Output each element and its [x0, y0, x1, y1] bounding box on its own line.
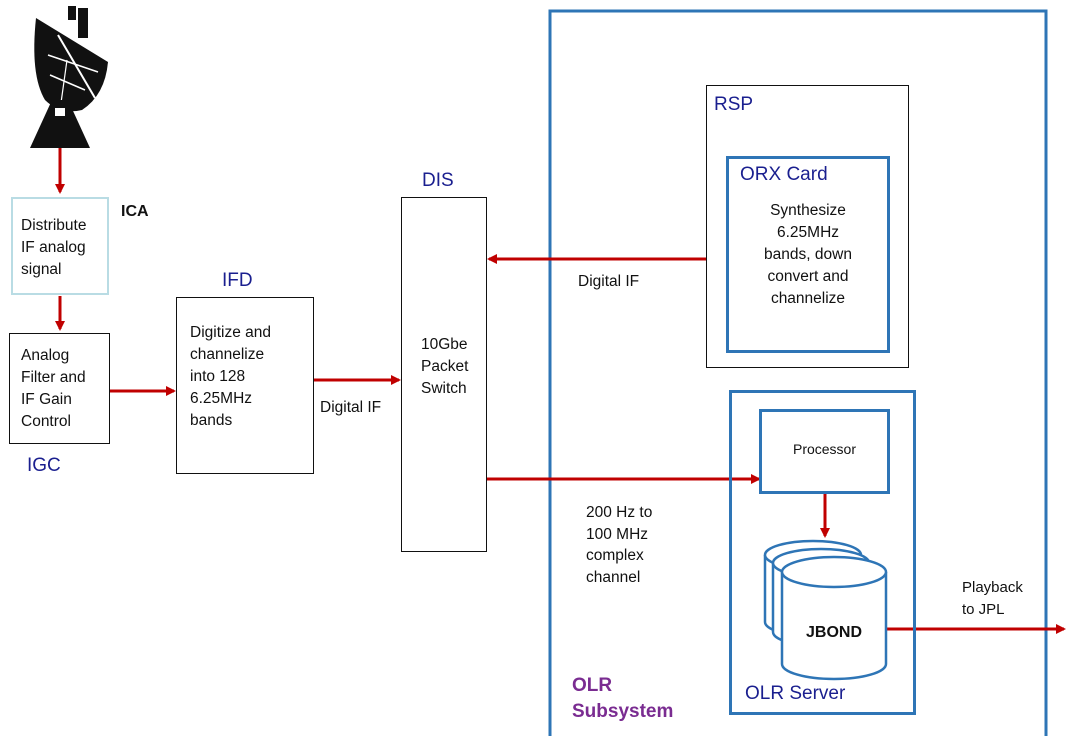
- ifd-text: Digitize and channelize into 128 6.25MHz…: [190, 324, 271, 429]
- igc-label: IGC: [27, 455, 61, 476]
- rsp-label: RSP: [714, 94, 754, 115]
- satellite-dish-icon: [30, 6, 108, 148]
- ifd-to-dis-label: Digital IF: [320, 399, 382, 416]
- orx-card-text: Synthesize 6.25MHz bands, down convert a…: [764, 202, 852, 307]
- ifd-label: IFD: [222, 270, 253, 291]
- olr-subsystem-label: OLR Subsystem: [572, 675, 674, 722]
- processor-box: [759, 409, 890, 494]
- igc-box: [9, 333, 110, 444]
- playback-label: Playback to JPL: [962, 579, 1023, 618]
- ica-label: ICA: [121, 203, 149, 220]
- igc-text: Analog Filter and IF Gain Control: [21, 347, 86, 430]
- orx-card-box: [726, 156, 890, 353]
- olr-server-container: [729, 390, 916, 715]
- olr-subsystem-container: [548, 9, 1048, 736]
- ifd-box: [176, 297, 314, 474]
- database-cylinder-icon: [763, 539, 888, 681]
- jbond-label: JBOND: [805, 624, 862, 641]
- olr-server-label: OLR Server: [745, 683, 846, 704]
- dis-text: 10Gbe Packet Switch: [421, 336, 469, 397]
- processor-label: Processor: [792, 441, 857, 457]
- dis-box: [401, 197, 487, 552]
- dis-to-rsp-label: Digital IF: [578, 273, 640, 290]
- dis-label: DIS: [422, 170, 454, 191]
- ica-box: [11, 197, 109, 295]
- orx-card-label: ORX Card: [740, 164, 828, 185]
- dis-to-processor-label: 200 Hz to 100 MHz complex channel: [586, 504, 653, 586]
- ica-text: Distribute IF analog signal: [21, 217, 87, 278]
